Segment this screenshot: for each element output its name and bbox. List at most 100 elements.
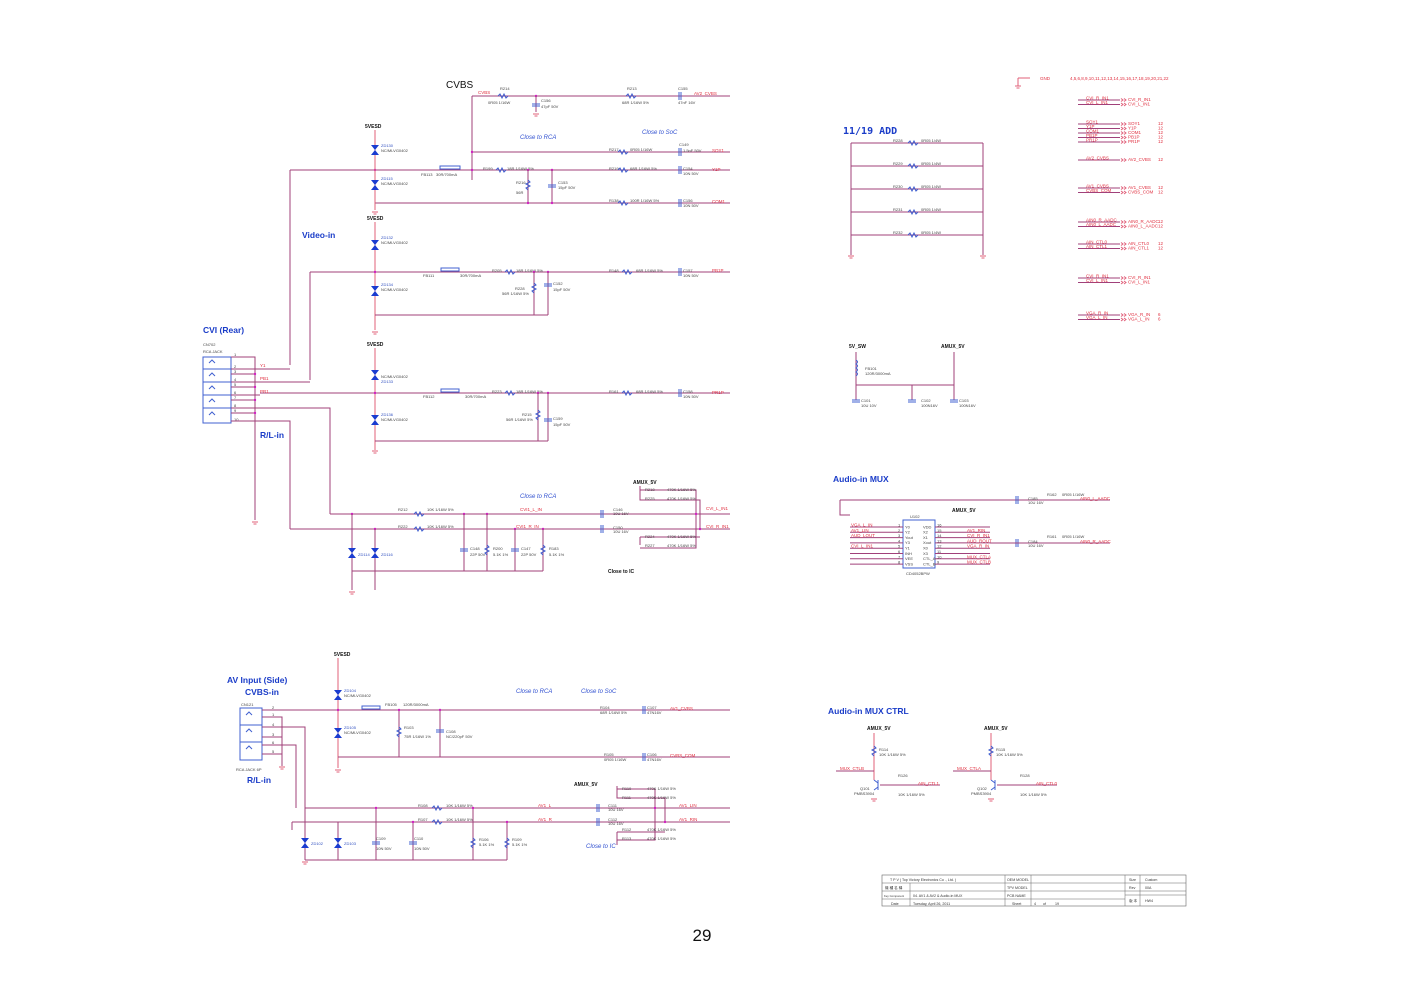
offpage-port-label[interactable]: AIN_CTL1: [1128, 246, 1150, 251]
offpage-net-label: AV2_CVBS: [1086, 156, 1109, 161]
pin-label: 1: [272, 712, 275, 717]
ground-icon: [279, 766, 285, 770]
rca-jack-cn121: [239, 707, 263, 761]
fb111-value: 30R/700mA: [460, 273, 481, 278]
pin-label: 6: [234, 390, 237, 395]
r216-ref: R216: [516, 180, 526, 185]
r112-ref: R112: [622, 827, 632, 832]
zd115-ref: ZD115: [381, 176, 393, 181]
mux-net-label: VGA_L_IN: [851, 523, 873, 528]
title-hw: HW4: [1145, 899, 1153, 903]
offpage-port-label[interactable]: SOY1: [1128, 121, 1141, 126]
zd105-value: NC/MLVG0402: [344, 730, 372, 735]
offpage-page-ref[interactable]: 12: [1158, 190, 1164, 195]
offpage-page-ref[interactable]: 12: [1158, 126, 1164, 131]
zd116-ref: ZD116: [381, 552, 393, 557]
section-title-cvbs-in: CVBS-in: [245, 687, 279, 697]
mux-pin-name: Y0: [905, 524, 911, 529]
net-label-ain-ctl0: AIN_CTL0: [1036, 781, 1058, 786]
net-label-pb1: PB1: [260, 376, 269, 381]
zd130-ref: ZD130: [381, 143, 394, 148]
offpage-port-label[interactable]: PR1P: [1128, 139, 1140, 144]
offpage-page-ref[interactable]: 12: [1158, 241, 1164, 246]
zd133-ref: ZD133: [381, 379, 394, 384]
offpage-port-label[interactable]: CVI_L_IN1: [1128, 102, 1151, 107]
q101-ref: Q101: [860, 786, 871, 791]
r227-value: 470K 1/16W 5%: [667, 543, 696, 548]
title-pcb-name-label: PCB NAME: [1007, 894, 1026, 898]
resistor-symbol: [907, 162, 919, 170]
r138-ref: R138: [609, 198, 619, 203]
offpage-page-ref[interactable]: 6: [1158, 317, 1161, 322]
offpage-page-ref[interactable]: 12: [1158, 185, 1164, 190]
offpage-port-label[interactable]: AV1_CVBS: [1128, 185, 1151, 190]
offpage-port-label[interactable]: CVBS_COM: [1128, 190, 1154, 195]
offpage-page-ref[interactable]: 12: [1158, 139, 1164, 144]
pin-label: 6: [272, 740, 275, 745]
pin-label: 8: [234, 403, 237, 408]
fb112-ref: FB112: [423, 394, 435, 399]
offpage-port-label[interactable]: AIN0_R_AADC: [1128, 219, 1160, 224]
offpage-net-label: Y1P: [1086, 124, 1095, 129]
r106-ref: R106: [479, 837, 489, 842]
net-label-ain0-r-aadc: AIN0_R_AADC: [1080, 539, 1112, 544]
title-size: Custom: [1145, 878, 1157, 882]
resistor-r214: [497, 92, 509, 100]
mux-pin-name: CTL_A: [923, 556, 936, 561]
offpage-port-label[interactable]: CVI_R_IN1: [1128, 97, 1151, 102]
title-block: [881, 874, 1187, 907]
offpage-page-ref[interactable]: 12: [1158, 130, 1164, 135]
offpage-port-label[interactable]: CVI_L_IN1: [1128, 280, 1151, 285]
offpage-port-label[interactable]: PB1P: [1128, 135, 1140, 140]
zd134-ref: ZD134: [381, 282, 394, 287]
section-title-add: 11/19 ADD: [843, 126, 897, 137]
offpage-port-label[interactable]: AV2_CVBS: [1128, 157, 1151, 162]
r217-value: 0R05 1/16W: [630, 147, 652, 152]
offpage-port-label[interactable]: VGA_L_IN: [1128, 317, 1150, 322]
r138-value: 100R 1/16W 5%: [630, 198, 660, 203]
offpage-port-label[interactable]: AIN_CTL0: [1128, 241, 1150, 246]
c146-value: 10U 16V: [613, 511, 629, 516]
c101-value: 10U 10V: [861, 403, 877, 408]
title-description: 04. AV1 & AV2 & Audio-in MUX: [913, 894, 963, 898]
c110-ref: C110: [414, 836, 424, 841]
offpage-page-ref[interactable]: 12: [1158, 121, 1164, 126]
q101-value: PMBS3904: [854, 791, 875, 796]
title-key-component-label: Key Component: [884, 894, 904, 898]
offpage-port-label[interactable]: Y1P: [1128, 126, 1137, 131]
offpage-page-ref[interactable]: 12: [1158, 219, 1164, 224]
offpage-page-ref[interactable]: 12: [1158, 224, 1164, 229]
mux-pin-name: CTL_B: [923, 561, 936, 566]
net-label-cvi-r-in1: CVI_R_IN1: [706, 524, 729, 529]
c156b-value: 10N 50V: [683, 203, 699, 208]
power-label-amux-6: AMUX_5V: [984, 726, 1008, 732]
section-title-audio-mux: Audio-in MUX: [833, 474, 889, 484]
add-resistor-value: 0R05 1/4W: [921, 138, 941, 143]
offpage-port-label[interactable]: VGA_R_IN: [1128, 312, 1150, 317]
offpage-page-ref[interactable]: 6: [1158, 312, 1161, 317]
offpage-page-ref[interactable]: 12: [1158, 246, 1164, 251]
net-label-av1-cvbs: AV1_CVBS: [670, 706, 693, 711]
offpage-connector-icon: [1120, 102, 1127, 107]
note-close-to-ic: Close to IC: [608, 569, 635, 575]
c103-value: 100N16V: [959, 403, 976, 408]
r218-value: 470K 1/16W 5%: [667, 487, 696, 492]
tvs-diode-icon: [371, 180, 379, 190]
offpage-port-label[interactable]: COM1: [1128, 130, 1141, 135]
npn-transistor-icon: [873, 779, 996, 791]
power-label-amux-5: AMUX_5V: [867, 726, 891, 732]
add-resistor-ladder: [848, 142, 986, 259]
r108-ref: R108: [418, 803, 428, 808]
add-resistor-value: 0R05 1/4W: [921, 184, 941, 189]
offpage-port-label[interactable]: CVI_R_IN1: [1128, 275, 1151, 280]
fb101-value: 120R/3000mA: [865, 371, 891, 376]
offpage-connector-icon: [1120, 158, 1127, 162]
mux-pin-number: 11: [937, 549, 942, 554]
offpage-page-ref[interactable]: 12: [1158, 135, 1164, 140]
resistor-r217: [617, 148, 629, 156]
note-close-to-rca-2: Close to RCA: [520, 494, 556, 500]
offpage-port-label[interactable]: AIN0_L_AADC: [1128, 224, 1159, 229]
offpage-page-ref[interactable]: 12: [1158, 157, 1164, 162]
r109-ref: R109: [512, 837, 522, 842]
offpage-net-label: PB1P: [1086, 133, 1098, 138]
